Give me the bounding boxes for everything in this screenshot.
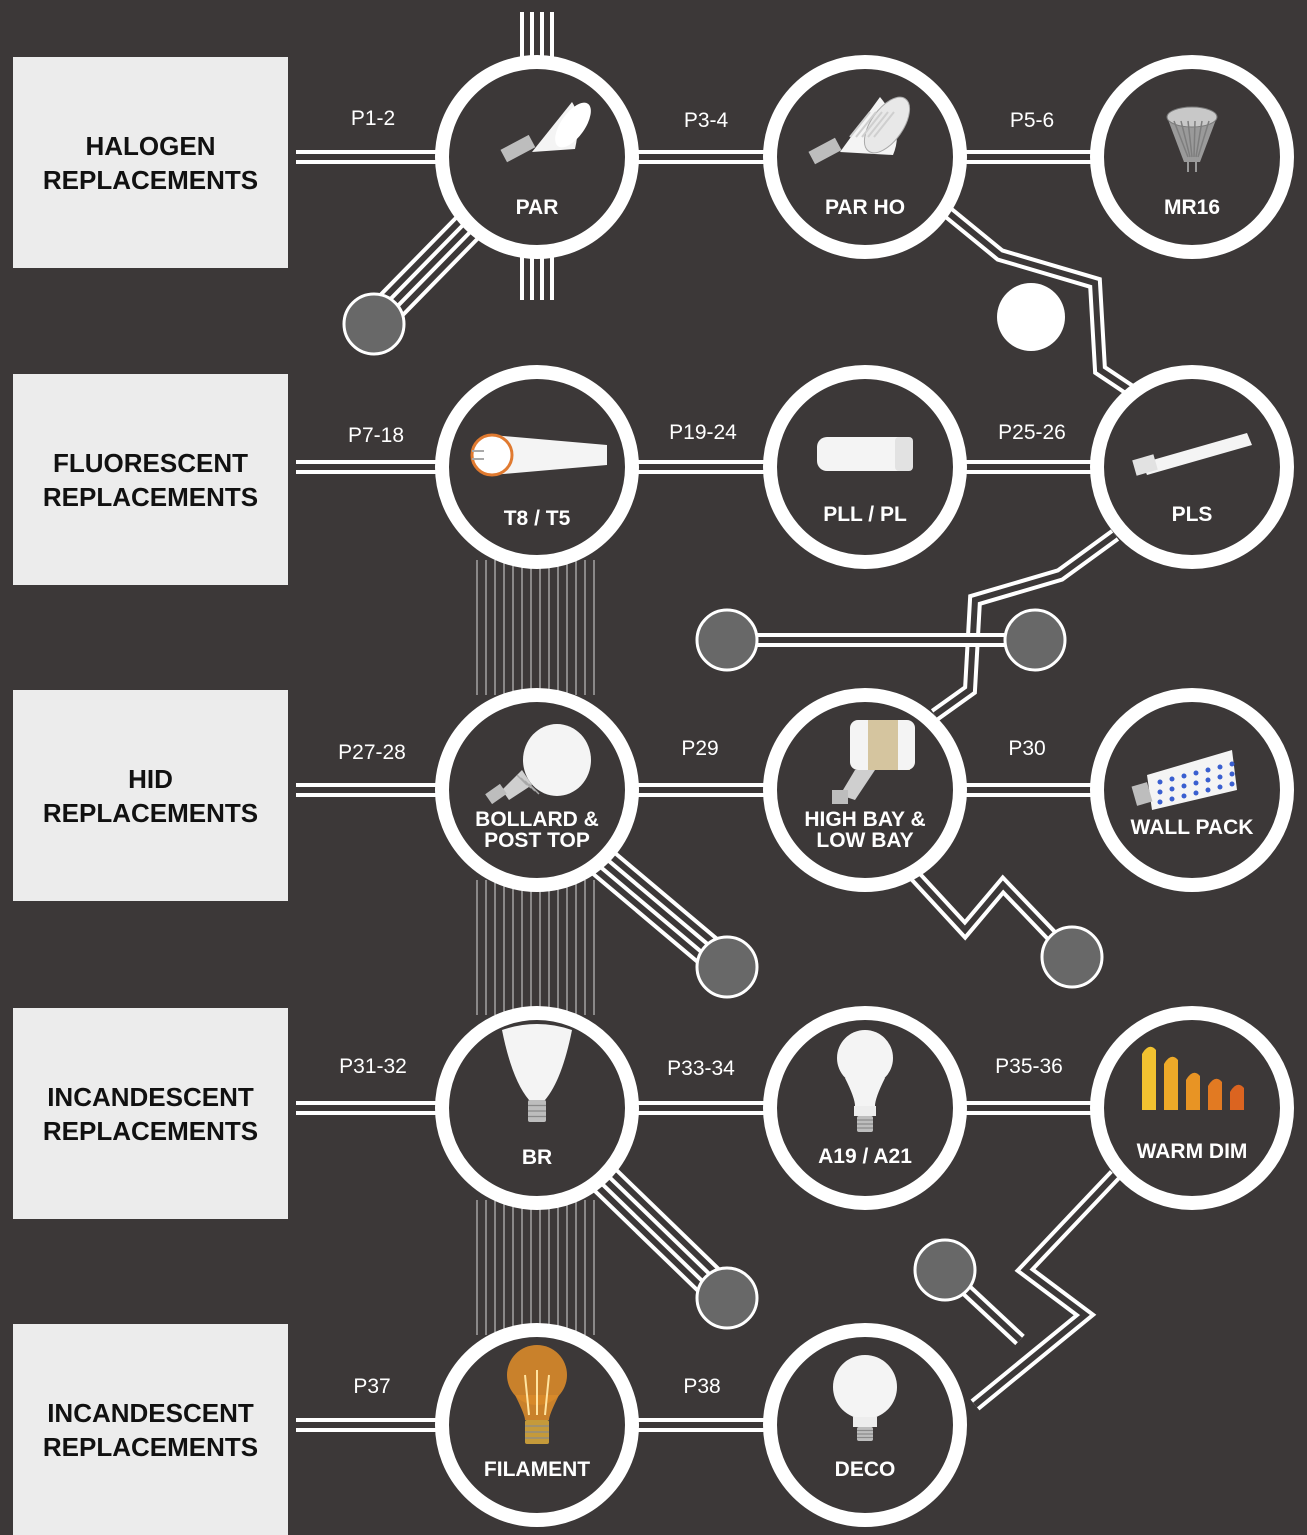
category-label-halogen: HALOGEN REPLACEMENTS (42, 130, 259, 195)
par-bulb-icon (500, 102, 591, 163)
wire-pls-highbay (930, 529, 1120, 721)
category-label-incandescent-1: INCANDESCENT REPLACEMENTS (42, 1081, 259, 1146)
pll-lamp-icon (817, 437, 913, 471)
wire-parho-pls (940, 204, 1149, 406)
tube-lamp-icon (470, 433, 607, 477)
page-ref-p29: P29 (681, 737, 718, 760)
page-ref-p30: P30 (1008, 737, 1045, 760)
product-node-wall-pack[interactable]: WALL PACK (1090, 688, 1294, 892)
par-ho-bulb-icon (808, 96, 911, 165)
wire-highbay-dot (899, 860, 1078, 962)
category-box-hid: HID REPLACEMENTS (13, 690, 288, 901)
category-label-fluorescent: FLUORESCENT REPLACEMENTS (42, 447, 259, 512)
page-ref-p31-32: P31-32 (339, 1055, 407, 1078)
connector-dot (695, 1266, 759, 1330)
category-box-incandescent-2: INCANDESCENT REPLACEMENTS (13, 1324, 288, 1535)
connector-dots (342, 283, 1104, 1330)
a19-bulb-icon (837, 1030, 893, 1132)
globe-bulb-icon (833, 1355, 897, 1441)
wire-warmdim-deco (970, 1170, 1121, 1411)
product-label-pll-pl: PLL / PL (823, 503, 907, 526)
pls-lamp-icon (1132, 433, 1252, 476)
product-label-a19-a21: A19 / A21 (818, 1145, 912, 1168)
page-ref-p33-34: P33-34 (667, 1057, 735, 1080)
product-label-par-ho: PAR HO (825, 196, 905, 219)
product-label-wall-pack: WALL PACK (1131, 816, 1254, 839)
circuit-wires (296, 12, 1149, 1432)
page-ref-p5-6: P5-6 (1010, 109, 1054, 132)
br-bulb-icon (502, 1024, 572, 1122)
product-label-br: BR (522, 1146, 552, 1169)
category-box-incandescent-1: INCANDESCENT REPLACEMENTS (13, 1008, 288, 1219)
page-ref-p19-24: P19-24 (669, 421, 737, 444)
corn-lamp-icon (1131, 750, 1237, 810)
connector-dot-white (997, 283, 1065, 351)
product-node-filament[interactable]: FILAMENT (435, 1323, 639, 1527)
page-ref-p35-36: P35-36 (995, 1055, 1063, 1078)
bollard-bulb-icon (485, 724, 591, 805)
high-bay-lamp-icon (832, 720, 915, 804)
filament-bulb-icon (507, 1345, 567, 1444)
product-node-deco[interactable]: DECO (763, 1323, 967, 1527)
product-label-t8-t5: T8 / T5 (504, 507, 571, 530)
product-node-warm-dim[interactable]: WARM DIM (1090, 1006, 1294, 1210)
product-node-t8-t5[interactable]: T8 / T5 (435, 365, 639, 569)
page-ref-p25-26: P25-26 (998, 421, 1066, 444)
product-node-a19-a21[interactable]: A19 / A21 (763, 1006, 967, 1210)
warm-dim-bars-icon (1142, 1046, 1244, 1110)
mr16-bulb-icon (1166, 106, 1218, 172)
product-node-par[interactable]: PAR (435, 55, 639, 259)
category-box-halogen: HALOGEN REPLACEMENTS (13, 57, 288, 268)
product-node-high-bay-low-bay[interactable]: HIGH BAY &LOW BAY (763, 688, 967, 892)
product-label-par: PAR (516, 196, 559, 219)
product-nodes: PAR PAR HO MR16 T8 / T5 PLL / PL PLS BOLLARD &… (435, 55, 1294, 1527)
connector-dot (913, 1238, 977, 1302)
product-label-high-bay-low-bay: HIGH BAY & (804, 808, 925, 831)
category-label-incandescent-2: INCANDESCENT REPLACEMENTS (42, 1397, 259, 1462)
page-ref-p27-28: P27-28 (338, 741, 406, 764)
product-label-bollard-post-top: BOLLARD & (475, 808, 599, 831)
product-node-ring (1090, 365, 1294, 569)
category-label-hid: HID REPLACEMENTS (42, 763, 259, 828)
product-node-br[interactable]: BR (435, 1006, 639, 1210)
product-label-filament: FILAMENT (484, 1458, 590, 1481)
product-label-high-bay-low-bay: LOW BAY (816, 829, 913, 852)
connector-dot (695, 935, 759, 999)
connector-dot (695, 608, 759, 672)
product-node-ring (435, 55, 639, 259)
page-ref-p37: P37 (353, 1375, 390, 1398)
product-node-mr16[interactable]: MR16 (1090, 55, 1294, 259)
product-node-pls[interactable]: PLS (1090, 365, 1294, 569)
product-node-bollard-post-top[interactable]: BOLLARD &POST TOP (435, 688, 639, 892)
page-ref-p7-18: P7-18 (348, 424, 404, 447)
product-node-ring (435, 688, 639, 892)
product-label-pls: PLS (1172, 503, 1213, 526)
product-node-pll-pl[interactable]: PLL / PL (763, 365, 967, 569)
page-ref-p3-4: P3-4 (684, 109, 729, 132)
product-node-par-ho[interactable]: PAR HO (763, 55, 967, 259)
connector-dot (1040, 925, 1104, 989)
connector-dot (1003, 608, 1067, 672)
product-label-warm-dim: WARM DIM (1137, 1140, 1248, 1163)
category-box-fluorescent: FLUORESCENT REPLACEMENTS (13, 374, 288, 585)
page-ref-p1-2: P1-2 (351, 107, 395, 130)
product-label-deco: DECO (835, 1458, 896, 1481)
product-node-ring (763, 55, 967, 259)
connector-dot (342, 292, 406, 356)
page-ref-p38: P38 (683, 1375, 720, 1398)
product-label-bollard-post-top: POST TOP (484, 829, 590, 852)
wire-vertical-bundle (476, 560, 595, 1335)
product-label-mr16: MR16 (1164, 196, 1220, 219)
